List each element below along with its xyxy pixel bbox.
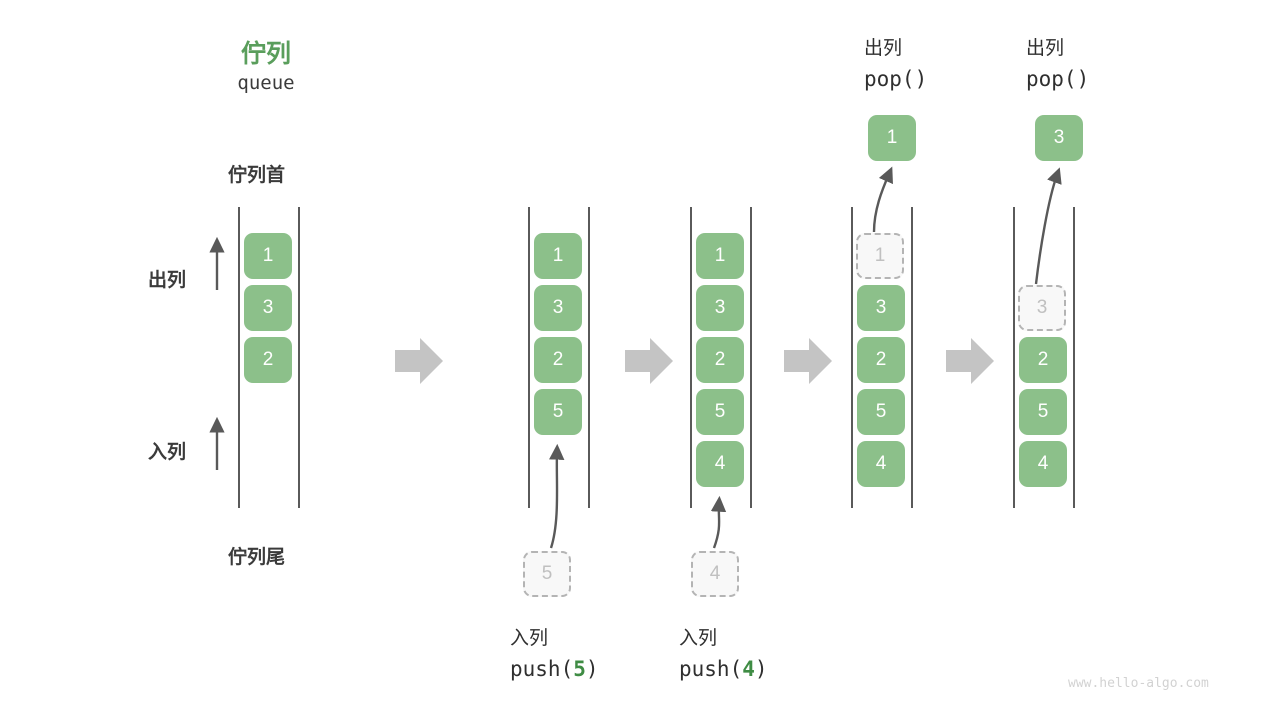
watermark: www.hello-algo.com: [1068, 676, 1209, 691]
push-arg: 5: [573, 657, 586, 681]
stage-2-caption-code: push(5): [510, 657, 599, 681]
dequeue-direction-label: 出列: [148, 270, 187, 291]
queue-element: 2: [244, 337, 292, 383]
popped-element: 1: [868, 115, 916, 161]
queue-element: 5: [1019, 389, 1067, 435]
queue-tail-label: 佇列尾: [228, 547, 286, 568]
queue-element: 5: [696, 389, 744, 435]
stage-5-rail-right: [1073, 207, 1075, 508]
push-code-text: push(: [510, 657, 574, 681]
pop-3-arrow-icon: [1034, 167, 1062, 285]
stage-3-caption-cn: 入列: [679, 628, 718, 649]
diagram-title-cn: 佇列: [240, 40, 291, 68]
queue-element: 1: [244, 233, 292, 279]
stage-3-caption-code: push(4): [679, 657, 768, 681]
step-arrow-icon: [395, 338, 443, 384]
push-code-paren: ): [585, 657, 599, 681]
queue-element: 1: [696, 233, 744, 279]
stage-3-rail-left: [690, 207, 692, 508]
enqueue-direction-label: 入列: [148, 442, 187, 463]
stage-4-caption-code: pop(): [864, 67, 928, 91]
queue-element: 4: [857, 441, 905, 487]
queue-element: 4: [1019, 441, 1067, 487]
stage-4-caption-cn: 出列: [864, 38, 903, 59]
queue-element: 5: [857, 389, 905, 435]
stage-4-rail-right: [911, 207, 913, 508]
popped-element: 3: [1035, 115, 1083, 161]
push-code-paren: ): [754, 657, 768, 681]
pop-1-arrow-icon: [872, 166, 893, 233]
diagram-title-code: queue: [237, 72, 295, 94]
queue-element: 4: [696, 441, 744, 487]
stage-4-rail-left: [851, 207, 853, 508]
incoming-element-ghost: 5: [523, 551, 571, 597]
outgoing-element-ghost: 1: [856, 233, 904, 279]
stage-3-rail-right: [750, 207, 752, 508]
stage-2-rail-left: [528, 207, 530, 508]
push-4-arrow-icon: [710, 495, 727, 549]
step-arrow-icon: [946, 338, 994, 384]
queue-element: 2: [534, 337, 582, 383]
stage-1-rail-left: [238, 207, 240, 508]
push-code-text: push(: [679, 657, 743, 681]
queue-element: 3: [244, 285, 292, 331]
queue-element: 3: [696, 285, 744, 331]
stage-5-caption-cn: 出列: [1026, 38, 1065, 59]
step-arrow-icon: [625, 338, 673, 384]
stage-1-rail-right: [298, 207, 300, 508]
push-arg: 4: [742, 657, 755, 681]
queue-element: 2: [696, 337, 744, 383]
stage-5-rail-left: [1013, 207, 1015, 508]
queue-head-label: 佇列首: [228, 165, 286, 186]
push-5-arrow-icon: [549, 443, 565, 549]
step-arrow-icon: [784, 338, 832, 384]
incoming-element-ghost: 4: [691, 551, 739, 597]
stage-2-caption-cn: 入列: [510, 628, 549, 649]
stage-2-rail-right: [588, 207, 590, 508]
queue-element: 3: [857, 285, 905, 331]
queue-element: 2: [1019, 337, 1067, 383]
queue-element: 2: [857, 337, 905, 383]
queue-element: 5: [534, 389, 582, 435]
stage-5-caption-code: pop(): [1026, 67, 1090, 91]
queue-element: 3: [534, 285, 582, 331]
outgoing-element-ghost: 3: [1018, 285, 1066, 331]
queue-element: 1: [534, 233, 582, 279]
